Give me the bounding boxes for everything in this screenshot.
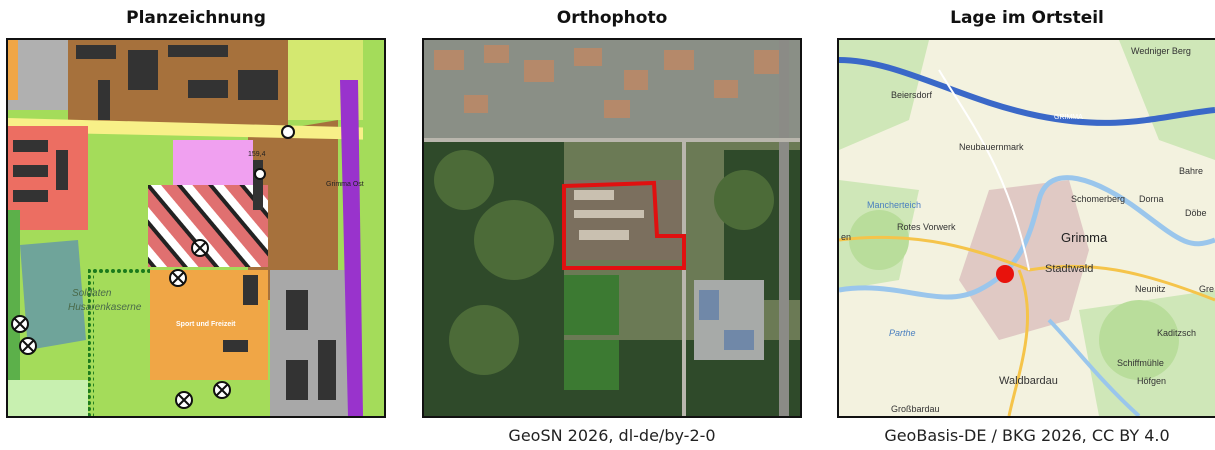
marker-x-icon	[11, 239, 231, 409]
location-marker-icon	[996, 265, 1014, 283]
label-schomerberg: Schomerberg	[1071, 194, 1125, 204]
label-dorna: Dorna	[1139, 194, 1164, 204]
label-neubauernmark: Neubauernmark	[959, 142, 1024, 152]
special-area	[173, 140, 253, 185]
label-rotes: Rotes Vorwerk	[897, 222, 956, 232]
orthophoto-image[interactable]	[422, 38, 802, 418]
label-gre: Gre	[1199, 284, 1214, 294]
label-sport: Sport und Freizeit	[176, 321, 236, 328]
label-parthe: Parthe	[889, 328, 916, 338]
label-kaserne: Husarenkaserne	[68, 302, 142, 313]
panel-title: Lage im Ortsteil	[950, 8, 1104, 28]
label-kaditzsch: Kaditzsch	[1157, 328, 1196, 338]
panel-caption: GeoSN 2026, dl-de/by-2-0	[508, 426, 716, 445]
label-teich: Mancherteich	[867, 200, 921, 210]
panel-title: Planzeichnung	[126, 8, 266, 28]
label-grossbardau: Großbardau	[891, 404, 940, 414]
label-neunitz: Neunitz	[1135, 284, 1166, 294]
label-doben: Döbe	[1185, 208, 1207, 218]
label-soldaten: Soldaten	[72, 288, 112, 299]
hatched-area	[148, 185, 268, 267]
label-en: en	[841, 232, 851, 242]
label-bahren: Bahre	[1179, 166, 1203, 176]
label-kote: 159,4	[248, 151, 266, 158]
label-waldbardau: Waldbardau	[999, 375, 1058, 387]
panel-caption: GeoBasis-DE / BKG 2026, CC BY 4.0	[884, 426, 1170, 445]
label-grimma: Grimma	[1061, 230, 1108, 245]
panel-title: Orthophoto	[556, 8, 668, 28]
rail-line	[340, 80, 363, 416]
label-wedniger: Wedniger Berg	[1131, 46, 1191, 56]
mixed-use-area	[68, 40, 288, 132]
label-stadtwald: Stadtwald	[1045, 263, 1093, 275]
label-beiersdorf: Beiersdorf	[891, 90, 933, 100]
site-boundary	[562, 180, 686, 270]
plan-map[interactable]: Sport und Freizeit Husarenkaserne Grimma…	[6, 38, 386, 418]
label-ost: Grimma Ost	[326, 181, 364, 188]
motorway	[839, 57, 1215, 126]
label-hoefgen: Höfgen	[1137, 376, 1166, 386]
label-grimma-road: GRIMMA	[1054, 114, 1083, 121]
label-schiffmuehle: Schiffmühle	[1117, 358, 1164, 368]
location-map[interactable]: Wedniger Berg Beiersdorf GRIMMA Neubauer…	[837, 38, 1215, 418]
